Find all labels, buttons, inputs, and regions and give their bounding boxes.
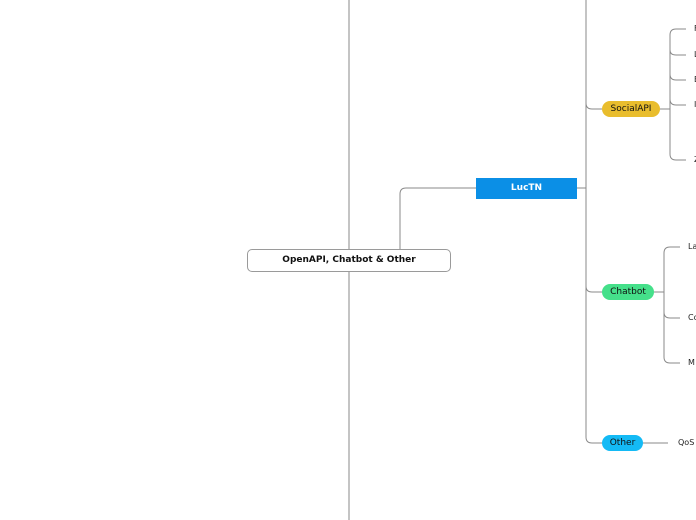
social-api-child-5[interactable]: Z (694, 155, 696, 165)
other-child-qos[interactable]: QoS (678, 438, 695, 447)
social-api-child-1[interactable]: F (694, 24, 696, 34)
chatbot-child-2[interactable]: Co (688, 313, 696, 322)
chatbot-child-3[interactable]: M (688, 358, 695, 367)
branch-other[interactable]: Other (602, 435, 643, 451)
chatbot-child-1[interactable]: La (688, 242, 696, 251)
branch-social-api[interactable]: SocialAPI (602, 101, 660, 117)
root-topic[interactable]: OpenAPI, Chatbot & Other (247, 249, 451, 272)
branch-chatbot[interactable]: Chatbot (602, 284, 654, 300)
social-api-child-2[interactable]: L (694, 50, 696, 60)
social-api-child-3[interactable]: E (694, 75, 696, 85)
social-api-child-4[interactable]: I (694, 100, 696, 109)
main-topic-luctn[interactable]: LucTN (476, 178, 577, 199)
